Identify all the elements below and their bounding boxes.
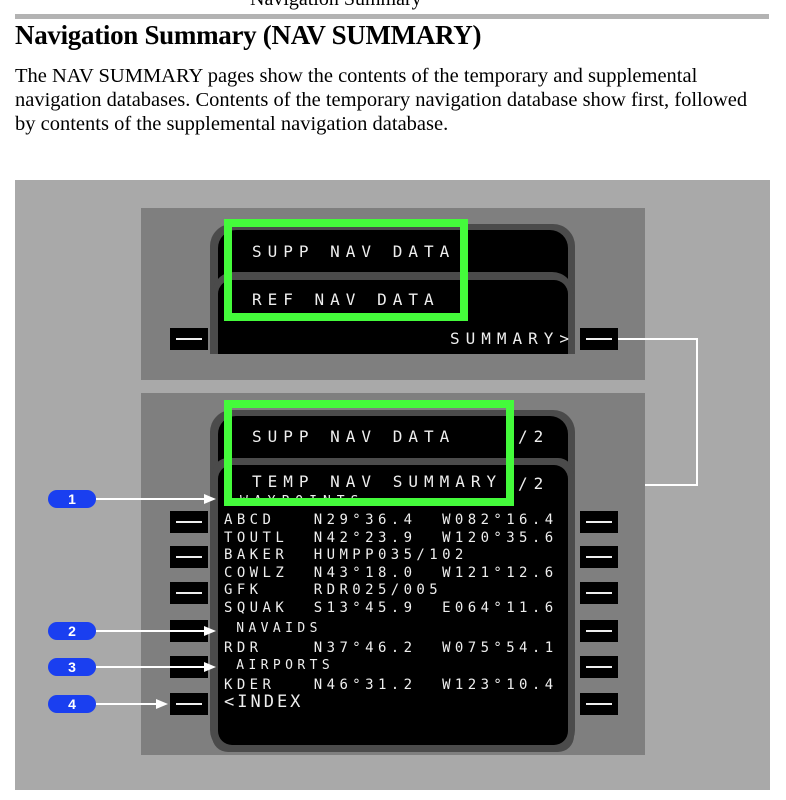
summary-row: TOUTL N42°23.9 W120°35.6 [224, 530, 558, 546]
lower-page2-title: TEMP NAV SUMMARY [252, 472, 503, 491]
upper-page1-title: SUPP NAV DATA [252, 242, 456, 261]
callout-line [96, 498, 206, 500]
callout-2: 2 [48, 622, 96, 640]
summary-row: ABCD N29°36.4 W082°16.4 [224, 512, 558, 528]
highlight-box-upper [224, 219, 468, 321]
upper-lsk-left[interactable] [170, 328, 208, 350]
summary-row: BAKER HUMPP035/102 [224, 547, 468, 563]
navaids-header: NAVAIDS [224, 621, 322, 636]
index-prompt[interactable]: <INDEX [224, 692, 304, 712]
lsk-5r[interactable] [580, 656, 618, 678]
connector-line [618, 338, 698, 340]
callout-line [96, 666, 206, 668]
lsk-4r[interactable] [580, 620, 618, 642]
lower-page1-number: /2 [518, 427, 550, 446]
lsk-3r[interactable] [580, 582, 618, 604]
lsk-6l[interactable] [170, 693, 208, 715]
lower-screen-page2 [218, 465, 568, 745]
lsk-3l[interactable] [170, 582, 208, 604]
callout-3: 3 [48, 658, 96, 676]
lsk-1r[interactable] [580, 511, 618, 533]
upper-lsk-right-summary[interactable] [580, 328, 618, 350]
lower-page2-number: /2 [518, 474, 550, 493]
section-title: Navigation Summary (NAV SUMMARY) [15, 20, 482, 50]
airports-header: AIRPORTS [224, 658, 335, 673]
callout-arrow-icon [204, 662, 216, 672]
callout-line [96, 703, 158, 705]
callout-arrow-icon [204, 494, 216, 504]
summary-row: SQUAK S13°45.9 E064°11.6 [224, 600, 558, 616]
lsk-2l[interactable] [170, 546, 208, 568]
summary-row: KDER N46°31.2 W123°10.4 [224, 677, 558, 693]
summary-row: COWLZ N43°18.0 W121°12.6 [224, 565, 558, 581]
callout-line [96, 630, 206, 632]
callout-4: 4 [48, 695, 96, 713]
lsk-1l[interactable] [170, 511, 208, 533]
lsk-6r[interactable] [580, 693, 618, 715]
upper-screen-page1 [218, 230, 568, 280]
body-paragraph: The NAV SUMMARY pages show the contents … [15, 65, 748, 135]
highlight-box-lower [224, 400, 514, 506]
upper-page2-title: REF NAV DATA [252, 290, 440, 309]
summary-row: GFK RDR025/005 [224, 582, 443, 598]
summary-row: RDR N37°46.2 W075°54.1 [224, 640, 558, 656]
section-divider [15, 14, 769, 19]
callout-arrow-icon [204, 626, 216, 636]
lsk-2r[interactable] [580, 546, 618, 568]
callout-arrow-icon [156, 699, 168, 709]
cut-off-header-text: Navigation Summary [250, 0, 422, 11]
summary-prompt[interactable]: SUMMARY> [450, 329, 576, 348]
callout-1: 1 [48, 490, 96, 508]
connector-line [696, 338, 698, 486]
lower-page1-title: SUPP NAV DATA [252, 427, 456, 446]
